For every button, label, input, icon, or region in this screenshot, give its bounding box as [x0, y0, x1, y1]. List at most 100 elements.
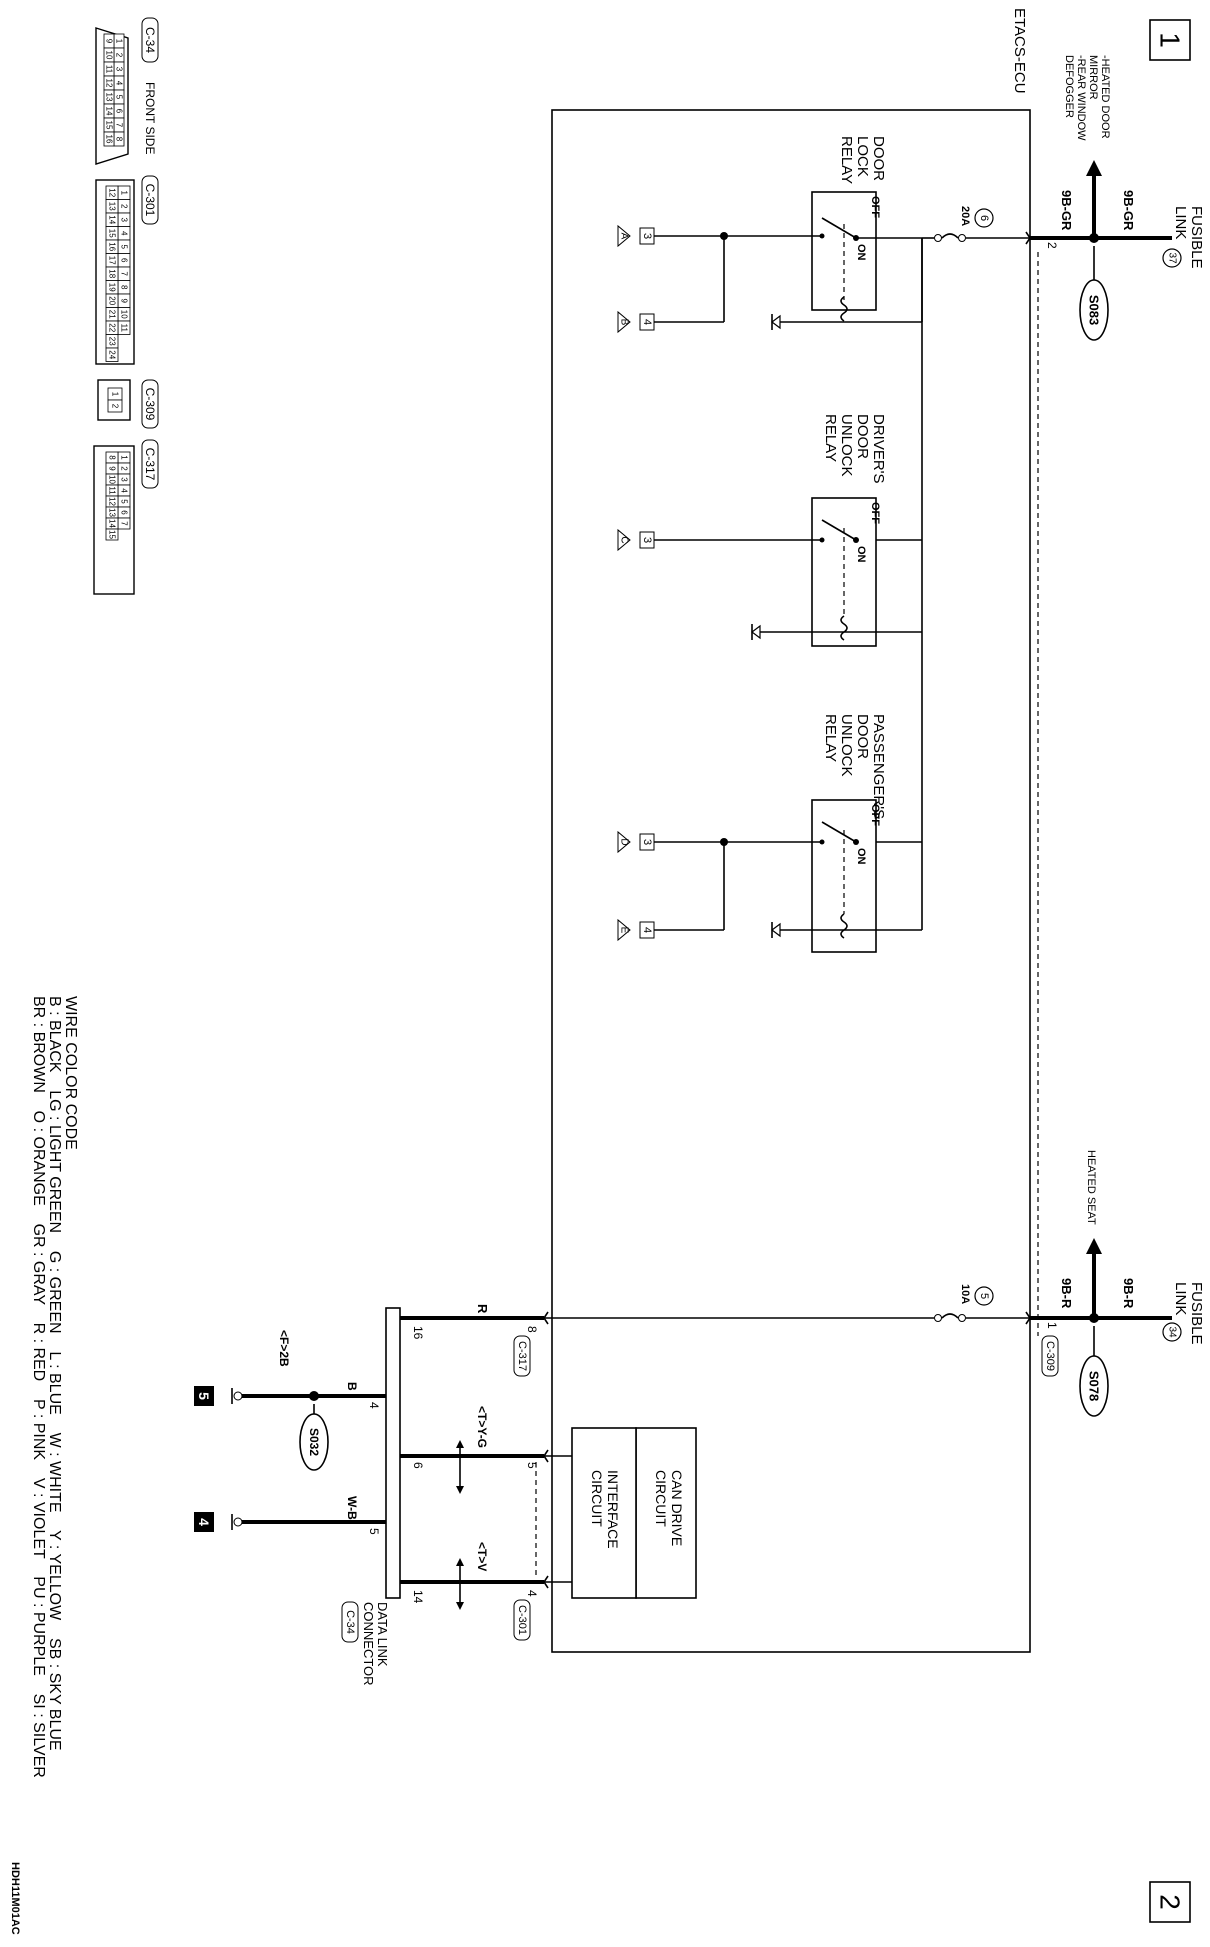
relay-drivers-name-3: UNLOCK — [838, 414, 855, 477]
c301-pin-24: 24 — [108, 350, 117, 359]
relay-passengers-name-1: PASSENGER'S — [870, 714, 887, 819]
splice-s032-label: S032 — [307, 1428, 321, 1456]
wire-b-pin-dlc: 4 — [367, 1402, 381, 1409]
connector-c301-tag-box — [513, 1599, 531, 1641]
wire-r-label: R — [475, 1304, 490, 1314]
ecu-wall-marks — [543, 231, 1031, 1589]
c34-pin-15: 15 — [105, 121, 114, 130]
interface-circuit-box — [571, 1427, 637, 1599]
wire-y-g-label: <T>Y-G — [475, 1406, 489, 1448]
c317-pin-7: 7 — [120, 521, 129, 526]
splice-s083-label: S083 — [1087, 295, 1102, 325]
dlc-label-1: DATA LINK — [375, 1602, 390, 1667]
fusible-link-37-title-1: FUSIBLE — [1188, 206, 1205, 269]
page-number-top: 1 — [1155, 32, 1186, 48]
c34-pin-11: 11 — [105, 65, 114, 74]
c301-pin-14: 14 — [108, 215, 117, 224]
terminal-A-letter: A — [619, 233, 630, 240]
splice-s078-label: S078 — [1087, 1371, 1102, 1401]
connector-c317-tag-box — [513, 1335, 531, 1377]
wire-r-pin-ecu: 8 — [525, 1326, 539, 1333]
c309-pin-2-cell — [107, 399, 123, 413]
terminal-A-num: 3 — [641, 233, 653, 239]
c301-pin-6: 6 — [120, 258, 129, 263]
terminal-B-num: 4 — [641, 319, 653, 325]
c301-pin-11: 11 — [120, 324, 129, 333]
c317-pin-15-cell — [105, 528, 119, 541]
wire-y-g-pin-ecu: 5 — [525, 1462, 539, 1469]
c34-pin-1: 1 — [115, 39, 124, 44]
c317-pin-9: 9 — [108, 466, 117, 471]
c317-pin-15: 15 — [108, 530, 117, 539]
c34-pin-10: 10 — [105, 51, 114, 60]
connector-c309-tag: C-309 — [1044, 1341, 1056, 1371]
splice-s032-oval — [299, 1413, 329, 1471]
fuse-6-number: 6 — [978, 215, 990, 221]
c301-pin-4: 4 — [120, 231, 129, 236]
ground-5-box — [194, 1386, 214, 1406]
connector-c301-title: C-301 — [143, 184, 157, 217]
connector-c301-title-box — [141, 175, 159, 225]
wire-v-pin-dlc: 14 — [411, 1590, 425, 1604]
wire-y-g-pin-dlc: 6 — [411, 1462, 425, 1469]
dest-37-line3: -REAR WINDOW — [1075, 55, 1087, 141]
c301-pin-20: 20 — [108, 296, 117, 305]
terminal-B: 4 B — [617, 310, 655, 334]
terminal-C-letter: C — [619, 536, 630, 543]
dlc-connector-tag: C-34 — [344, 1610, 356, 1634]
c301-pin-10: 10 — [120, 310, 129, 319]
relay-passengers-name-2: DOOR — [854, 714, 871, 759]
relay-passengers-name-3: UNLOCK — [838, 714, 855, 777]
terminal-C-num: 3 — [641, 537, 653, 543]
dlc-label-2: CONNECTOR — [361, 1602, 376, 1686]
connector-c309-title-box — [141, 379, 159, 429]
c34-pin-5: 5 — [115, 95, 124, 100]
connector-c301-tag: C-301 — [516, 1605, 528, 1635]
c317-pin-13: 13 — [108, 508, 117, 517]
c34-pin-13: 13 — [105, 93, 114, 102]
connector-c317-title-box — [141, 439, 159, 489]
dest-37-line4: DEFOGGER — [1063, 55, 1075, 118]
fuse-5-contact-a — [958, 1314, 966, 1322]
etacs-ecu-label: ETACS-ECU — [1011, 8, 1028, 94]
terminal-D: 3 D — [617, 830, 655, 854]
c317-pin-10: 10 — [108, 475, 117, 484]
wire-9b-r-top-label: 9B-R — [1121, 1278, 1136, 1309]
fuse-6-contact-b — [934, 234, 942, 242]
fusible-link-34-number: 34 — [1167, 1326, 1178, 1338]
c301-pin-19: 19 — [108, 283, 117, 292]
fuse-6-pin: 2 — [1045, 242, 1059, 249]
arrow-heated-seat — [1086, 1238, 1102, 1254]
c301-pin-23: 23 — [108, 337, 117, 346]
relay-door-lock-name-3: RELAY — [838, 136, 855, 184]
c34-pin-7: 7 — [115, 123, 124, 128]
fuse-5-pin: 1 — [1045, 1322, 1059, 1329]
c317-pin-5: 5 — [120, 499, 129, 504]
ground-5-label: 5 — [196, 1392, 212, 1400]
page-number-bottom: 2 — [1155, 1894, 1186, 1910]
wire-color-code-title: WIRE COLOR CODE — [62, 996, 79, 1150]
c34-pin-3: 3 — [115, 67, 124, 72]
c34-pin-14: 14 — [105, 107, 114, 116]
c301-pin-1: 1 — [120, 191, 129, 196]
wire-w-b-pin-dlc: 5 — [367, 1528, 381, 1535]
connector-c317-tag: C-317 — [516, 1341, 528, 1371]
terminal-C: 3 C — [617, 528, 655, 552]
c34-pin-4: 4 — [115, 81, 124, 86]
fuse-5-number: 5 — [978, 1293, 990, 1299]
c301-pin-13: 13 — [108, 202, 117, 211]
c34-pin-16-cell — [103, 131, 115, 147]
fusible-link-34-title-1: FUSIBLE — [1188, 1282, 1205, 1345]
relay-passengers-on: ON — [855, 848, 867, 865]
c301-pin-24-cell — [105, 347, 119, 362]
page-number-top-box: 1 — [1149, 19, 1191, 61]
fusible-link-37-number: 37 — [1167, 252, 1178, 264]
connector-c309-title: C-309 — [143, 388, 157, 421]
relay-drivers-door-unlock: DRIVER'S DOOR UNLOCK RELAY OFF ON — [640, 414, 922, 647]
etacs-ecu-boundary — [551, 109, 1031, 1653]
relay-door-lock-name-1: DOOR — [870, 136, 887, 181]
terminal-A: 3 A — [617, 224, 655, 248]
terminal-B-letter: B — [619, 319, 630, 326]
